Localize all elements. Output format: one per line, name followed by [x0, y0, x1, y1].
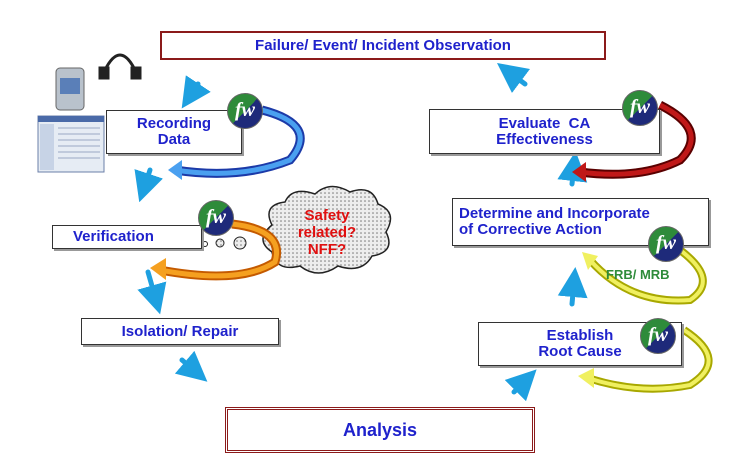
arrow-to-evaluate: [557, 151, 588, 187]
frb-mrb-label: FRB/ MRB: [606, 267, 670, 282]
arrow-to-verification: [134, 167, 163, 203]
fw-logo-icon: fw: [640, 318, 676, 354]
arrow-to-analysis: [174, 350, 208, 382]
failure-observation-box: Failure/ Event/ Incident Observation: [160, 31, 606, 60]
screen-icon: [37, 115, 105, 173]
isolation-repair-box: Isolation/ Repair: [81, 318, 279, 345]
arrow-to-recording: [181, 75, 211, 109]
fw-logo-icon: fw: [227, 93, 263, 129]
arrow-to-establish: [504, 369, 537, 402]
verification-box: Verification: [52, 225, 202, 249]
fw-logo-icon: fw: [198, 200, 234, 236]
headset-icon: [98, 53, 142, 80]
fw-logo-icon: fw: [622, 90, 658, 126]
fw-logo-icon: fw: [648, 226, 684, 262]
arrow-to-observation: [497, 63, 530, 93]
arrow-to-isolation: [137, 269, 167, 315]
pda-icon: [55, 67, 85, 111]
cloud-shape: [202, 185, 392, 274]
analysis-box: Analysis: [225, 407, 535, 453]
arrow-to-determine: [557, 267, 588, 307]
